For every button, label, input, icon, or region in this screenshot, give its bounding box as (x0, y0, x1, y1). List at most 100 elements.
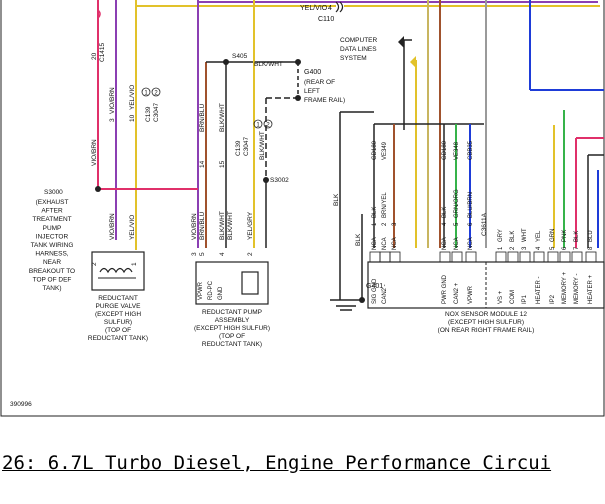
nox-right-pinbox-6 (571, 251, 583, 263)
label-brn-blu: BRN/BLU (199, 104, 206, 132)
pump-motor (241, 271, 259, 295)
label-g400: G400 (304, 69, 321, 76)
circled-note-3 (263, 119, 273, 129)
circled-note-2 (253, 119, 263, 129)
nox-pin-func-1: SIG GND (372, 278, 378, 304)
nox-pin-nca-2: NCA (382, 237, 388, 250)
label-blk-wht-b: BLK/WHT (259, 131, 266, 160)
nox-pin-num-4: 4 (442, 222, 448, 226)
nox-rpin-func-7: MEMORY - (574, 274, 580, 304)
nox-rpin-num-4: 4 (536, 246, 542, 250)
label-nox-module: NOX SENSOR MODULE 12(EXCEPT HIGH SULFUR)… (438, 311, 535, 334)
pump-pin-5: 5 (199, 252, 206, 256)
arrow-cdl-b (410, 56, 416, 68)
g400-dot-a (295, 59, 301, 65)
nox-right-pinbox-5 (559, 251, 571, 263)
nox-rpin-color-5: GRN (550, 229, 556, 242)
label-vio-brn-a: VIO/BRN (109, 87, 116, 114)
nox-pin-num-1: 1 (372, 222, 378, 226)
purge-valve-coil (99, 267, 133, 274)
nox-right-pinbox-1 (507, 251, 519, 263)
nox-rpin-num-7: 7 (574, 246, 580, 250)
nox-pin-nca-1: NCA (372, 237, 378, 250)
nox-rpin-func-8: HEATER + (588, 274, 594, 304)
pump-pin-label-2: GND (218, 286, 224, 300)
nox-rpin-color-4: YEL (536, 230, 542, 242)
nox-rpin-color-6: PNK (562, 230, 568, 242)
nox-pin-circuit-2: VE349 (382, 141, 388, 160)
nox-pin-circuit-1: GD180 (372, 140, 378, 160)
nox-rpin-num-3: 3 (522, 246, 528, 250)
nox-pin-func-4: PWR GND (442, 274, 448, 304)
circled-note-text-0: 1 (144, 91, 148, 97)
wire-pink-break (97, 9, 101, 19)
nox-rpin-num-1: 1 (498, 246, 504, 250)
pump-pin-4: 4 (219, 252, 226, 256)
nox-pin-num-3: 3 (392, 222, 398, 226)
label-pin-15: 15 (219, 160, 226, 168)
nox-pin-func-6: VPWR (468, 285, 474, 304)
nox-pin-color-5: GRN/ORG (454, 189, 460, 218)
nox-left-pinbox-2 (389, 251, 401, 263)
nox-rpin-func-2: COM (510, 290, 516, 304)
nox-pin-num-6: 6 (468, 222, 474, 226)
nox-right-pinbox-3 (533, 251, 545, 263)
label-yel-vio-a: YEL/VIO (129, 85, 136, 110)
label-vio-brn-pump: VIO/BRN (191, 213, 198, 240)
arrow-cdl-a (398, 36, 404, 48)
c110-symbol-2 (339, 1, 344, 13)
nox-pin-circuit-4: GD180 (442, 140, 448, 160)
c110-symbol (335, 1, 340, 13)
nox-rpin-func-5: IP2 (550, 294, 556, 304)
nox-pin-color-1: BLK (372, 207, 378, 218)
pump-box (195, 261, 269, 305)
nox-rpin-func-6: MEMORY + (562, 272, 568, 304)
circled-note-0 (141, 87, 151, 97)
nox-left-pinbox-3 (439, 251, 451, 263)
nox-pin-color-2: BRN/YEL (382, 192, 388, 218)
s3000-dot (95, 186, 101, 192)
purge-pin-2: 2 (91, 262, 98, 266)
label-s3002: S3002 (270, 177, 289, 184)
nox-left-pinbox-0 (369, 251, 381, 263)
label-yel-vio-top: YEL/VIO (300, 5, 328, 12)
circled-note-1 (151, 87, 161, 97)
label-c3047-b: C3047 (243, 136, 250, 156)
nox-rpin-num-6: 6 (562, 246, 568, 250)
label-blk-wht-c: BLK/WHT (219, 211, 226, 240)
pump-pin-label-1: RD-PC (208, 280, 214, 300)
nox-right-pinbox-7 (585, 251, 597, 263)
nox-pin-nca-6: NCA (468, 237, 474, 250)
nox-left-pinbox-1 (379, 251, 391, 263)
nox-right-pinbox-2 (519, 251, 531, 263)
nox-pin-color-6: BLU/BRN (468, 192, 474, 218)
label-g401: G401 (366, 283, 383, 290)
nox-rpin-num-5: 5 (550, 246, 556, 250)
diagram-id: 390996 (10, 401, 32, 408)
label-vio-brn-b: VIO/BRN (109, 213, 116, 240)
nox-rpin-num-8: 8 (588, 246, 594, 250)
nox-pin-num-5: 5 (454, 222, 460, 226)
nox-right-pinbox-0 (495, 251, 507, 263)
pump-pin-3: 3 (191, 252, 198, 256)
label-c139-a: C139 (145, 106, 152, 122)
label-c1415: C1415 (99, 42, 106, 62)
nox-rpin-num-2: 2 (510, 246, 516, 250)
nox-pin-nca-3: NCA (392, 237, 398, 250)
nox-rpin-func-4: HEATER - (536, 276, 542, 304)
circled-note-text-2: 1 (256, 123, 260, 129)
label-s405: S405 (232, 53, 248, 60)
label-c139-b: C139 (235, 140, 242, 156)
label-pin-14: 14 (199, 160, 206, 168)
wiring-diagram-svg: YEL/VIO 4 C110 S405 BLK/WHT G400 (REAR O… (0, 0, 605, 417)
purge-valve-box (91, 251, 145, 291)
s3002-dot (263, 177, 269, 183)
label-blk-b: BLK (355, 233, 362, 246)
nox-pin-circuit-6: CBB35 (468, 140, 474, 160)
nox-pin-nca-5: NCA (454, 237, 460, 250)
label-pin-3: 3 (109, 118, 116, 122)
nox-rpin-color-7: BLK (574, 231, 580, 242)
